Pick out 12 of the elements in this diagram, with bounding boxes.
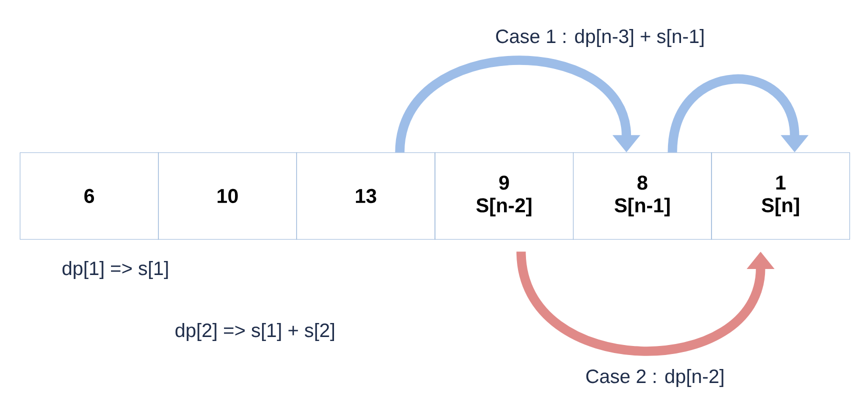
- cell: 10: [158, 152, 297, 240]
- formula-text: dp[1] => s[1]: [62, 261, 168, 280]
- cell: 13: [296, 152, 436, 240]
- cell: 9 S[n-2]: [434, 152, 574, 240]
- curved-arrow: [395, 56, 640, 154]
- formula-text: Case 2 : dp[n-2]: [586, 369, 724, 388]
- cell: 1 S[n]: [711, 152, 850, 240]
- formula-text: Case 1 : dp[n-3] + s[n-1]: [496, 29, 704, 48]
- cell: 8 S[n-1]: [573, 152, 712, 240]
- curved-arrow: [668, 74, 809, 153]
- formula-text: dp[2] => s[1] + s[2]: [176, 323, 334, 342]
- cell: 6: [20, 152, 159, 240]
